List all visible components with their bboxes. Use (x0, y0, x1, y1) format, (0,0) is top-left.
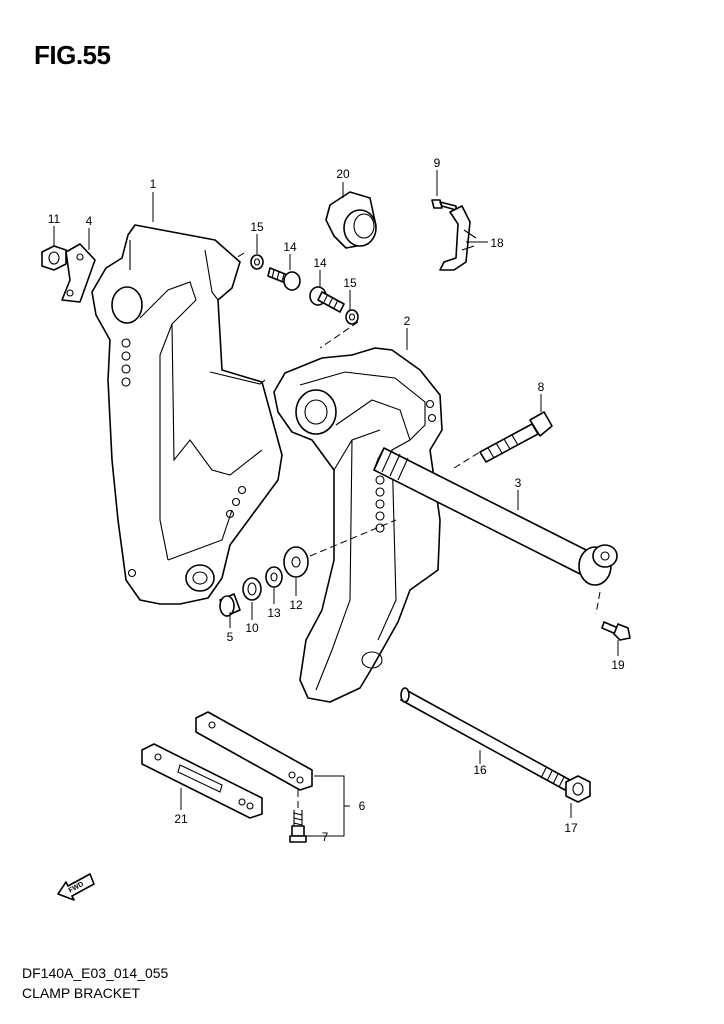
callout-16: 16 (473, 763, 487, 777)
plate-4[interactable] (61, 243, 96, 303)
callout-3: 3 (515, 476, 522, 490)
callout-11: 11 (48, 212, 61, 226)
clamp-bracket-right[interactable] (273, 347, 443, 703)
washer-12[interactable] (283, 546, 309, 578)
collar-10[interactable] (242, 577, 262, 601)
callout-2: 2 (404, 314, 411, 328)
bolt-19[interactable] (601, 621, 631, 641)
fwd-arrow-icon: FWD (57, 873, 95, 901)
assembly-line (309, 519, 397, 557)
assembly-line (235, 252, 245, 259)
washer-15-lower[interactable] (345, 309, 359, 325)
stopper-plate-6[interactable] (195, 711, 313, 791)
callout-6: 6 (359, 799, 366, 813)
bushing-5[interactable] (219, 593, 241, 617)
bolt-9[interactable] (431, 199, 457, 211)
assembly-line (595, 591, 601, 615)
callout-15: 15 (343, 276, 357, 290)
callout-15: 15 (250, 220, 264, 234)
callout-8: 8 (538, 380, 545, 394)
bolt-8[interactable] (479, 411, 553, 463)
grommet-20[interactable] (325, 191, 377, 249)
nut-11[interactable] (41, 245, 67, 271)
callout-19: 19 (611, 658, 625, 672)
washer-13[interactable] (265, 566, 283, 588)
bolt-14-upper[interactable] (267, 267, 301, 291)
tilt-tube[interactable] (373, 447, 618, 586)
diagram-code: DF140A_E03_014_055 (22, 965, 169, 981)
leader-lines (53, 170, 619, 837)
rod-16[interactable] (400, 687, 571, 791)
callout-21: 21 (174, 812, 188, 826)
callout-4: 4 (86, 214, 93, 228)
callout-10: 10 (245, 621, 259, 635)
spacer-plate-21[interactable] (141, 743, 263, 819)
callout-12: 12 (289, 598, 303, 612)
figure-title: FIG.55 (34, 40, 111, 70)
callout-7: 7 (322, 830, 329, 844)
nut-17[interactable] (565, 775, 591, 803)
callout-14: 14 (313, 256, 327, 270)
callout-20: 20 (336, 167, 350, 181)
callout-5: 5 (227, 630, 234, 644)
callout-17: 17 (564, 821, 578, 835)
assembly-line (453, 451, 481, 469)
screw-7[interactable] (289, 810, 307, 843)
bolt-14-lower[interactable] (309, 286, 345, 313)
washer-15-upper[interactable] (250, 254, 264, 270)
callout-18: 18 (490, 236, 504, 250)
callout-13: 13 (267, 606, 281, 620)
clamp-bracket-left[interactable] (91, 224, 283, 605)
callout-14: 14 (283, 240, 297, 254)
callout-9: 9 (434, 156, 441, 170)
diagram-caption: CLAMP BRACKET (22, 985, 140, 1001)
footer: DF140A_E03_014_055 CLAMP BRACKET (22, 963, 168, 1003)
bracket-18[interactable] (439, 205, 477, 271)
callout-1: 1 (150, 177, 157, 191)
assembly-line (319, 321, 359, 349)
